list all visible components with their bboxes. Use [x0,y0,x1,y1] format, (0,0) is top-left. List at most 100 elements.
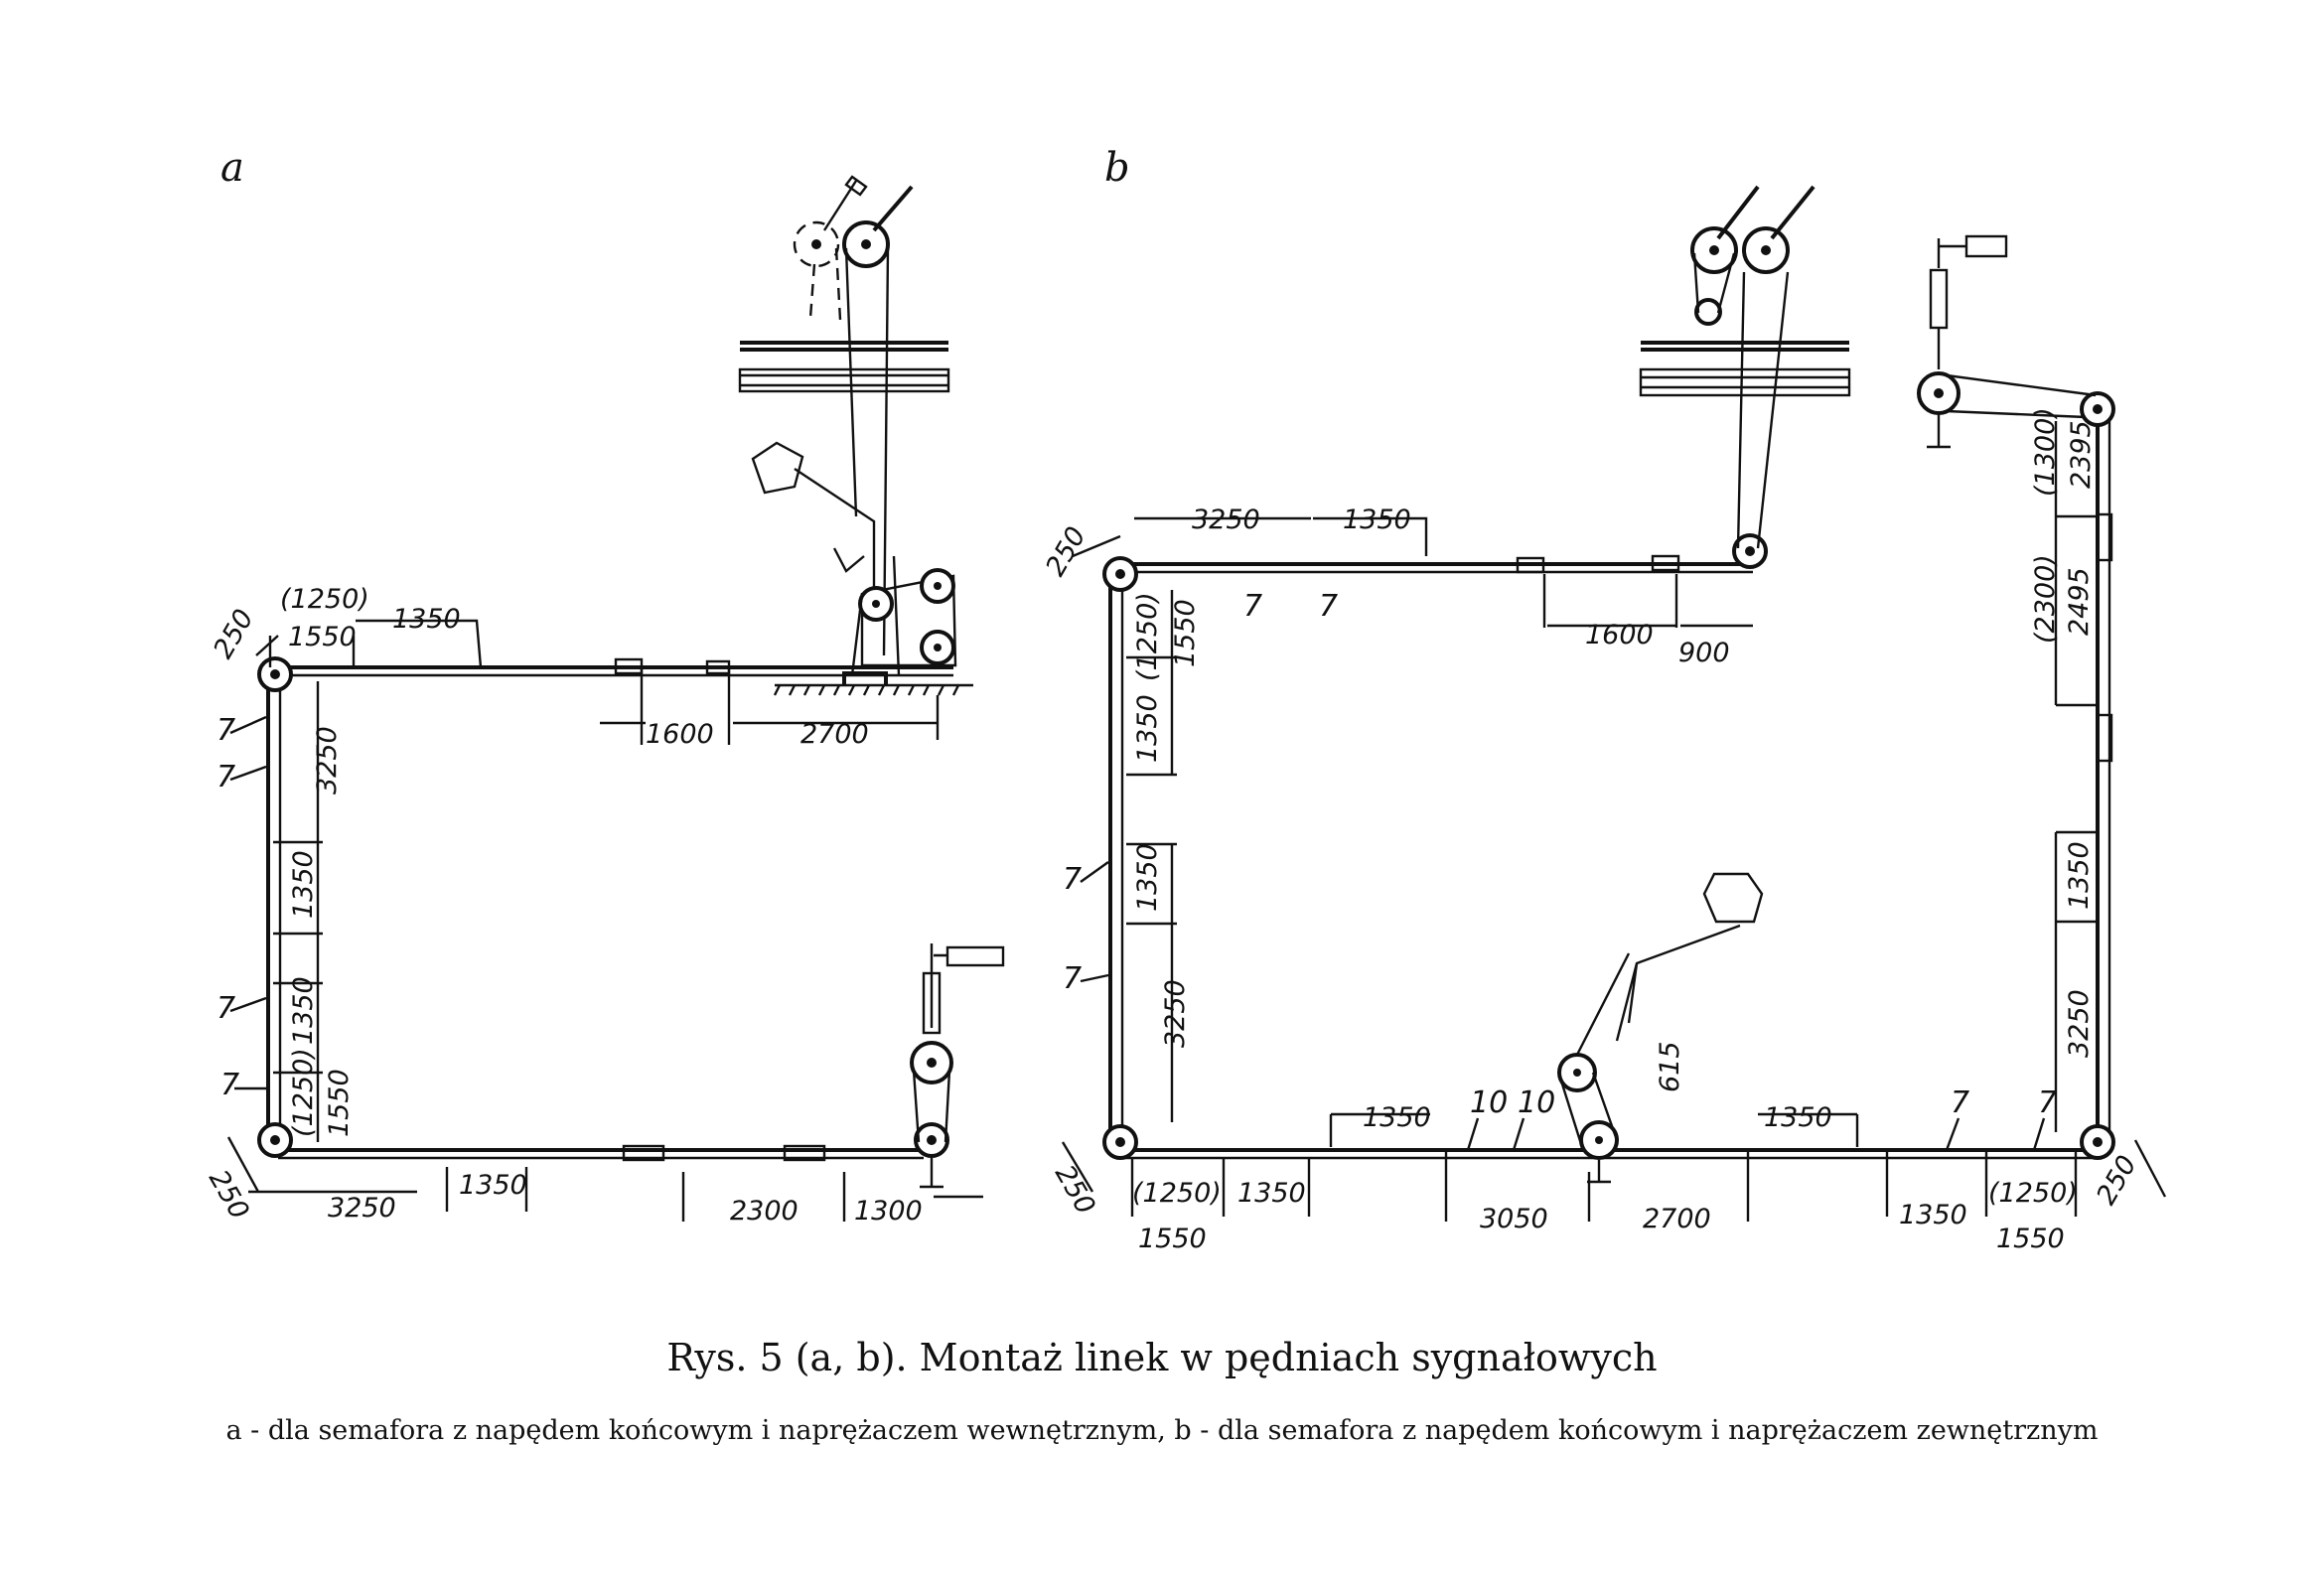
wire-label-7: 7 [2038,1085,2057,1120]
tension-wire [1927,373,2097,449]
tension-wire [912,1070,951,1189]
wire-label-10: 10 [1470,1085,1508,1120]
counterweight [1702,872,1764,924]
dim-2700: 2700 [800,719,869,750]
turnbuckle [614,657,644,675]
dim-2300-paren: (2300) [2030,554,2061,644]
drive-unit-a [832,547,957,676]
track-plate [740,341,948,352]
pulley-bottom-left [1102,1124,1138,1160]
dim-1350-right: 1350 [2064,841,2095,910]
pulley-bottom-left [257,1122,293,1158]
dim-1300: 1300 [854,1196,923,1227]
label-leaders [229,715,267,1090]
turnbuckle [2096,713,2113,763]
dim-1350-bottom-left: 1350 [1363,1102,1431,1133]
turnbuckle [1516,556,1545,574]
dim-1250-paren-vertical: (1250) [1132,592,1163,681]
signal-loop [1692,252,1736,314]
drive-unit-b [1557,872,1764,1184]
dashed-wire [808,247,842,321]
turnbuckle [1651,554,1680,572]
dim-lines-bottom [226,1136,983,1222]
dim-lines-right [2054,421,2096,1132]
pulley-dashed [793,220,840,268]
pulley-top-left [257,656,293,692]
dim-3250: 3250 [1192,505,1260,535]
dim-1250-paren: (1250) [280,584,369,615]
dim-3250-bottom: 3250 [328,1193,396,1224]
panel-b-letter: b [1104,145,1130,191]
dim-lines-top2 [600,667,940,745]
dim-250: 250 [208,604,260,663]
wire-label-7: 7 [217,991,235,1026]
dim-lines-top [1072,516,1753,628]
dim-1350-bottom: 1350 [459,1170,527,1201]
dim-250-bottom: 250 [203,1165,255,1225]
signal-arm [872,185,914,232]
dim-1350-vertical-2: 1350 [288,976,319,1045]
dim-1600: 1600 [646,719,714,750]
dim-1350: 1350 [1343,505,1411,535]
signal-arms [1716,185,1816,240]
pulley-top-left [1102,556,1138,592]
drive-wire [844,247,890,656]
label-leaders [1080,861,2046,1151]
wire-label-10: 10 [1518,1085,1555,1120]
dim-1550-bottom-right: 1550 [1996,1224,2065,1254]
dim-250-bottom-left: 250 [1049,1160,1101,1220]
dim-lines-top [255,619,483,668]
wire-label-7: 7 [1319,589,1338,624]
dim-2700: 2700 [1643,1204,1711,1234]
wire-label-7: 7 [1063,862,1082,897]
ground-hatch [773,684,960,696]
wire-label-7: 7 [1243,589,1262,624]
dim-1350-bottom-right: 1350 [1764,1102,1832,1133]
spring [1929,268,1949,330]
dim-1350-vertical: 1350 [288,850,319,919]
track-bridge-lines [1641,375,1849,389]
figure-caption-subtitle: a - dla semafora z napędem końcowym i na… [225,1415,2099,1446]
dim-3250-vertical: 3250 [312,726,343,794]
wire-label-7: 7 [1063,961,1082,996]
dim-1550-vertical: 1550 [1170,599,1201,667]
figure-caption-title: Rys. 5 (a, b). Montaż linek w pędniach s… [666,1336,1658,1379]
panel-b: b [1040,145,2167,1254]
track-bridge [738,367,950,393]
pulley-bottom-right [914,1122,949,1158]
dim-1300-paren: (1300) [2030,407,2061,497]
dim-1600: 1600 [1585,620,1654,650]
wire-label-7: 7 [1951,1085,1969,1120]
dim-1550: 1550 [288,622,357,652]
wire-label-7: 7 [220,1068,239,1102]
track-bridge-lines [740,373,948,387]
dim-1550-vertical: 1550 [324,1069,355,1137]
dim-1550-bottom: 1550 [1138,1224,1207,1254]
drive-wire [1736,271,1790,549]
turnbuckle [783,1144,826,1162]
dim-900: 900 [1678,638,1730,668]
dim-2495: 2495 [2064,567,2095,636]
turnbuckle [622,1144,665,1162]
lever [794,467,876,596]
tension-weight [945,945,1005,967]
tension-rod [1937,238,1966,268]
dim-lines-left [273,681,323,1142]
drive-links [832,547,901,676]
dim-1350-vertical: 1350 [1132,694,1163,763]
dim-1250-paren-bottom-right: (1250) [1988,1178,2078,1209]
dim-1250-paren-vertical: (1250) [288,1048,319,1137]
dim-lines-left [1126,590,1177,1122]
wire-label-7: 7 [217,760,235,794]
panel-a: a [203,145,1005,1227]
tensioner-b [1917,234,2097,449]
dim-615: 615 [1655,1041,1685,1092]
dim-3250-vertical: 3250 [1160,979,1191,1048]
dim-lines-bottom [1061,1112,2167,1222]
dim-1350-vertical-2: 1350 [1132,843,1163,912]
tension-weight [1964,234,2008,258]
dim-1250-paren-bottom: (1250) [1132,1178,1222,1209]
track-bridge [1639,367,1851,397]
foundation [842,671,888,685]
